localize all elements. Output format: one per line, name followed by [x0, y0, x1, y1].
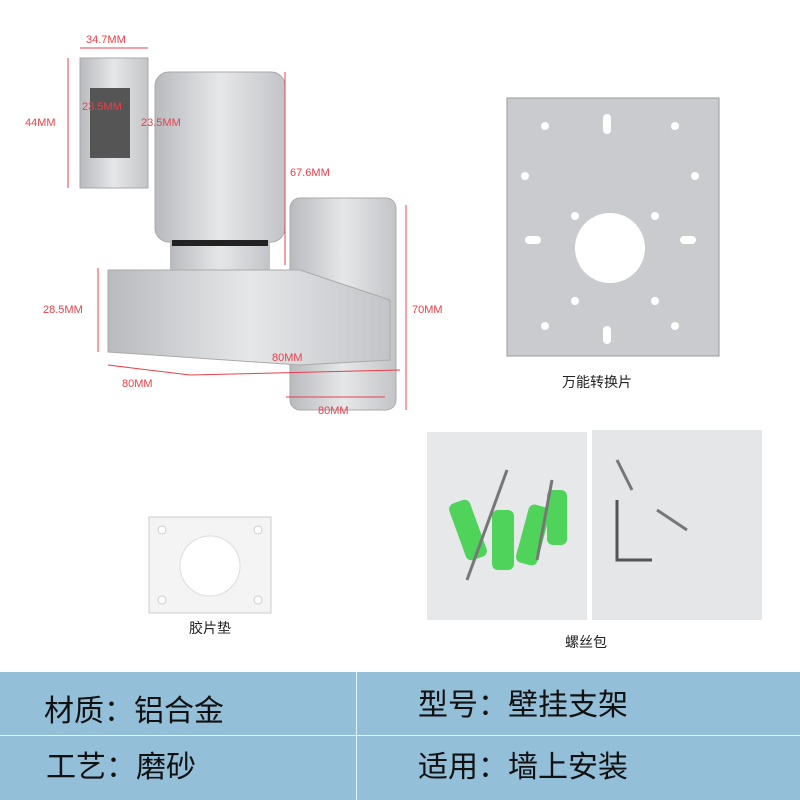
dimension-label: 80MM — [122, 378, 153, 390]
dimension-label: 23.5MM — [82, 101, 122, 113]
divider — [356, 672, 357, 800]
screw-pack-image — [427, 430, 762, 620]
screw-pack-caption: 螺丝包 — [565, 635, 607, 651]
dimension-label: 80MM — [272, 352, 303, 364]
spec-table: 材质：铝合金 型号：壁挂支架 工艺：磨砂 适用：墙上安装 — [0, 672, 800, 800]
divider — [0, 735, 800, 736]
dimension-label: 23.5MM — [141, 117, 181, 129]
spec-usage: 适用：墙上安装 — [418, 750, 628, 785]
adapter-plate-image — [506, 97, 720, 357]
dimension-label: 34.7MM — [86, 34, 126, 46]
spec-model: 型号：壁挂支架 — [418, 688, 628, 723]
gasket-image — [148, 516, 272, 614]
wall-bracket-image — [67, 47, 407, 411]
dimension-label: 67.6MM — [290, 167, 330, 179]
gasket-caption: 胶片垫 — [189, 621, 231, 637]
dimension-label: 70MM — [412, 304, 443, 316]
spec-process: 工艺：磨砂 — [46, 750, 196, 785]
dimension-label: 44MM — [25, 117, 56, 129]
dimension-label: 28.5MM — [43, 304, 83, 316]
spec-material: 材质：铝合金 — [44, 694, 224, 729]
dimension-label: 80MM — [318, 405, 349, 417]
adapter-plate-caption: 万能转换片 — [562, 375, 632, 391]
